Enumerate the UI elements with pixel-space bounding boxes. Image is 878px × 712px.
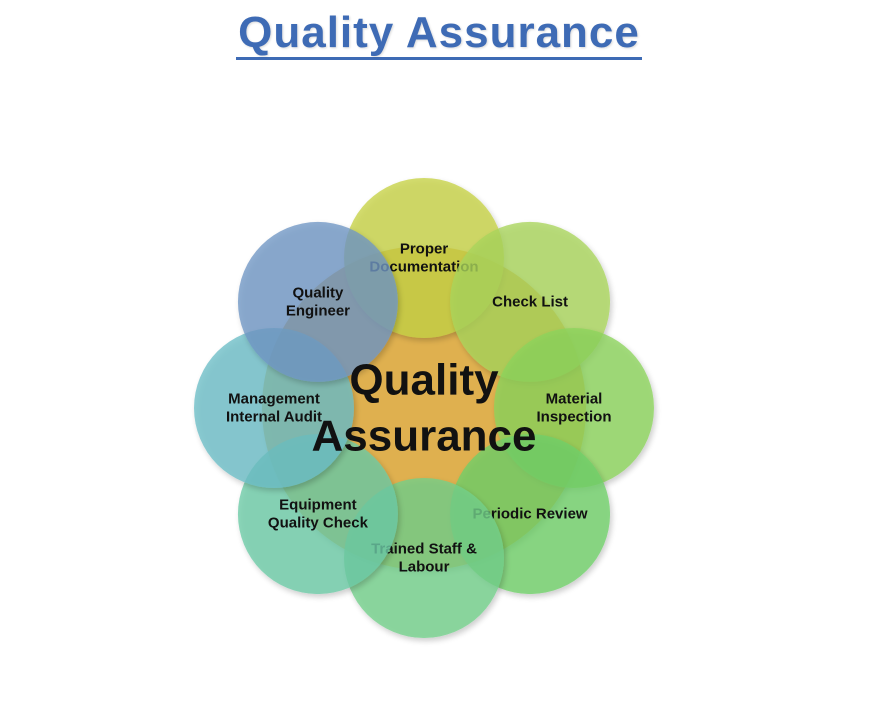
node-label-material-inspection-line-1: Material: [546, 391, 603, 408]
node-label-material-inspection-line-2: Inspection: [536, 409, 611, 426]
node-label-proper-documentation-line-2: Documentation: [369, 259, 478, 276]
node-label-trained-staff-labour-line-1: Trained Staff &: [371, 541, 477, 558]
node-label-equipment-quality-check-line-1: Equipment: [279, 497, 357, 514]
node-label-check-list-line-1: Check List: [492, 293, 568, 310]
center-label-line-2: Assurance: [311, 412, 536, 461]
node-label-proper-documentation-line-1: Proper: [400, 241, 449, 258]
node-label-quality-engineer-line-2: Engineer: [286, 302, 350, 319]
node-label-quality-engineer-line-1: Quality: [293, 284, 345, 301]
node-label-periodic-review-line-1: Periodic Review: [473, 506, 588, 523]
node-label-trained-staff-labour-line-2: Labour: [399, 559, 450, 576]
page-title: Quality Assurance: [0, 8, 878, 60]
node-label-management-internal-audit-line-1: Management: [228, 391, 320, 408]
node-label-management-internal-audit-line-2: Internal Audit: [226, 409, 322, 426]
node-circle-quality-engineer: [237, 221, 398, 382]
center-label-line-1: Quality: [349, 356, 499, 405]
node-label-equipment-quality-check-line-2: Quality Check: [268, 515, 369, 532]
page-title-text: Quality Assurance: [236, 8, 642, 60]
